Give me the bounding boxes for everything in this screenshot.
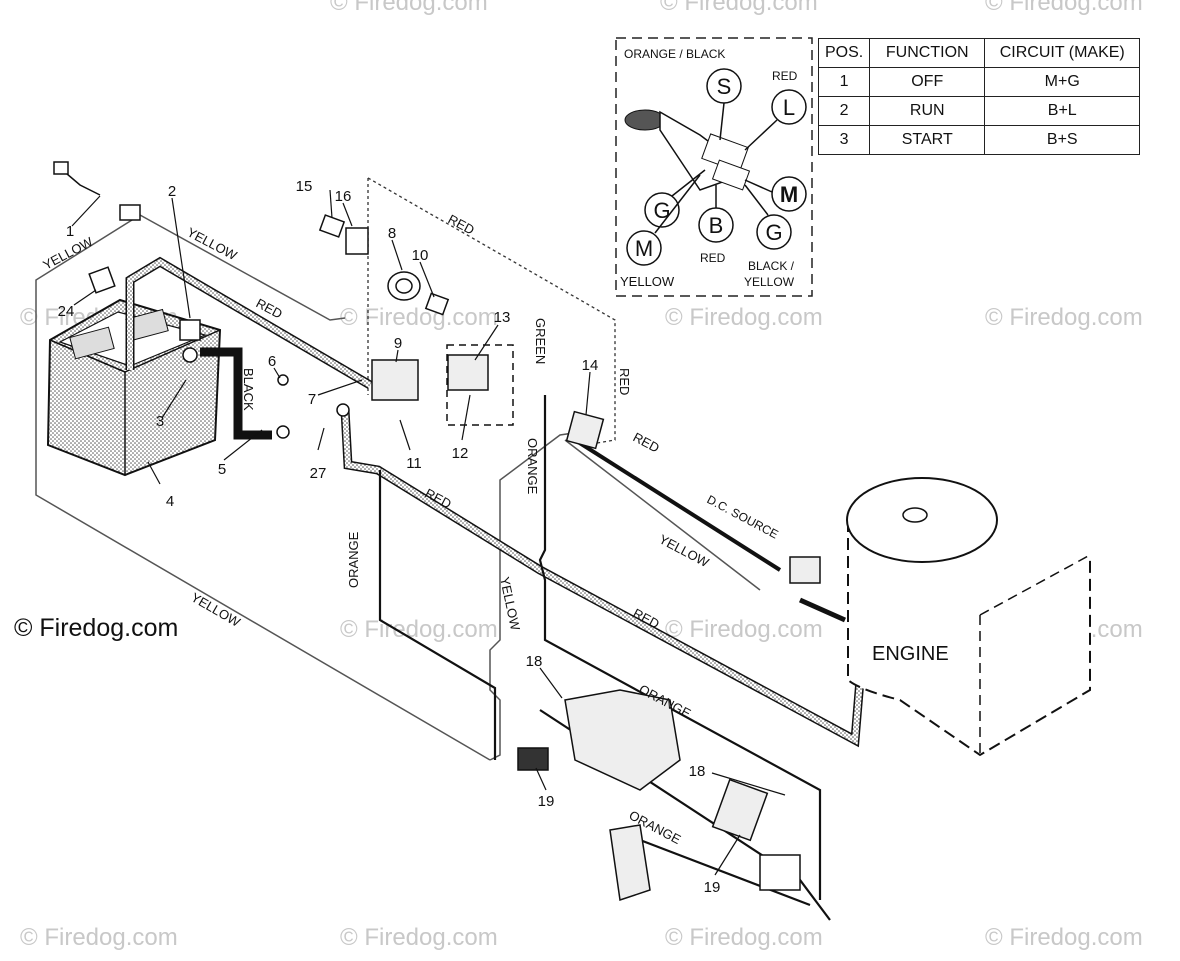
cell-function: RUN (869, 96, 986, 126)
svg-text:15: 15 (296, 178, 313, 195)
svg-text:3: 3 (156, 413, 164, 430)
svg-text:RED: RED (617, 368, 632, 395)
terminal-l (771, 89, 807, 125)
svg-text:© Firedog.com: © Firedog.com (20, 924, 178, 951)
svg-text:ORANGE: ORANGE (346, 531, 361, 588)
svg-text:YELLOW: YELLOW (657, 531, 713, 570)
svg-text:24: 24 (58, 303, 75, 320)
engine: ENGINE (846, 477, 1091, 757)
terminal-m-left (626, 230, 662, 266)
svg-text:10: 10 (412, 247, 429, 264)
svg-text:ENGINE: ENGINE (872, 643, 949, 665)
svg-text:19: 19 (538, 793, 555, 810)
components (53, 161, 821, 901)
svg-text:© Firedog.com: © Firedog.com (660, 0, 818, 16)
position-table: POS. FUNCTION CIRCUIT (MAKE) 1 OFF M+G 2… (817, 38, 1141, 155)
table-header-row: POS. FUNCTION CIRCUIT (MAKE) (817, 38, 1141, 68)
svg-text:8: 8 (388, 225, 396, 242)
connector-box-13 (446, 344, 514, 426)
cell-circuit: B+S (984, 125, 1141, 155)
svg-text:14: 14 (582, 357, 599, 374)
svg-text:G: G (653, 198, 670, 223)
svg-text:5: 5 (218, 461, 226, 478)
table-row: 2 RUN B+L (817, 96, 1141, 126)
svg-text:RED: RED (631, 429, 662, 455)
watermark-main: © Firedog.com (14, 614, 178, 642)
header-pos: POS. (817, 38, 871, 68)
svg-text:9: 9 (394, 335, 402, 352)
terminal-m-right (771, 176, 807, 212)
svg-text:6: 6 (268, 353, 276, 370)
svg-text:1: 1 (66, 223, 74, 240)
cell-pos: 3 (817, 125, 871, 155)
red-wire-loop (367, 177, 616, 446)
part-numbers: 1 2 3 4 5 6 7 8 9 10 11 12 13 14 15 16 1… (58, 178, 721, 896)
svg-text:© Firedog.com: © Firedog.com (340, 616, 498, 643)
svg-text:GREEN: GREEN (533, 318, 548, 364)
terminal-g-left (644, 192, 680, 228)
svg-text:© Firedog.com: © Firedog.com (985, 0, 1143, 16)
svg-text:2: 2 (168, 183, 176, 200)
svg-text:YELLOW: YELLOW (744, 275, 795, 289)
cell-pos: 2 (817, 96, 871, 126)
svg-text:BLACK /: BLACK / (748, 259, 795, 273)
key-switch-box: ORANGE / BLACK RED RED YELLOW BLACK / YE… (615, 37, 813, 297)
svg-text:RED: RED (446, 211, 477, 237)
svg-text:M: M (780, 182, 798, 207)
svg-text:L: L (783, 95, 795, 120)
svg-text:27: 27 (310, 465, 327, 482)
svg-text:RED: RED (700, 251, 726, 265)
header-circuit: CIRCUIT (MAKE) (984, 38, 1141, 68)
svg-text:13: 13 (494, 309, 511, 326)
svg-text:G: G (765, 220, 782, 245)
orange-wires (378, 395, 831, 921)
svg-text:© Firedog.com: © Firedog.com (330, 0, 488, 16)
svg-text:D.C. SOURCE: D.C. SOURCE (705, 492, 781, 541)
svg-text:7: 7 (308, 391, 316, 408)
table-row: 1 OFF M+G (817, 67, 1141, 97)
svg-text:YELLOW: YELLOW (497, 576, 523, 633)
cell-circuit: M+G (984, 67, 1141, 97)
cell-circuit: B+L (984, 96, 1141, 126)
svg-text:BLACK: BLACK (241, 368, 256, 411)
svg-text:M: M (635, 236, 653, 261)
yellow-wire (35, 214, 761, 761)
svg-text:© Firedog.com: © Firedog.com (665, 924, 823, 951)
svg-text:© Firedog.com: © Firedog.com (665, 304, 823, 331)
svg-text:19: 19 (704, 879, 721, 896)
svg-text:B: B (709, 213, 724, 238)
svg-text:RED: RED (772, 69, 798, 83)
svg-text:ORANGE / BLACK: ORANGE / BLACK (624, 47, 725, 61)
svg-text:ORANGE: ORANGE (525, 438, 540, 495)
terminal-g-right (756, 214, 792, 250)
cell-pos: 1 (817, 67, 871, 97)
leader-lines (71, 189, 786, 876)
svg-text:© Firedog.com: © Firedog.com (340, 924, 498, 951)
svg-text:S: S (717, 74, 732, 99)
svg-text:© Firedog.com: © Firedog.com (985, 924, 1143, 951)
battery-cables (125, 256, 865, 748)
svg-text:16: 16 (335, 188, 352, 205)
svg-text:11: 11 (406, 455, 422, 472)
svg-text:YELLOW: YELLOW (189, 590, 244, 630)
svg-text:© Firedog.com: © Firedog.com (985, 304, 1143, 331)
header-function: FUNCTION (869, 38, 986, 68)
svg-text:12: 12 (452, 445, 469, 462)
svg-text:© Firedog.com: © Firedog.com (665, 616, 823, 643)
svg-text:18: 18 (526, 653, 543, 670)
cell-function: OFF (869, 67, 986, 97)
svg-text:© Firedog.com: © Firedog.com (340, 304, 498, 331)
svg-text:18: 18 (689, 763, 706, 780)
svg-text:4: 4 (166, 493, 174, 510)
cell-function: START (869, 125, 986, 155)
svg-text:YELLOW: YELLOW (620, 274, 675, 289)
table-row: 3 START B+S (817, 125, 1141, 155)
